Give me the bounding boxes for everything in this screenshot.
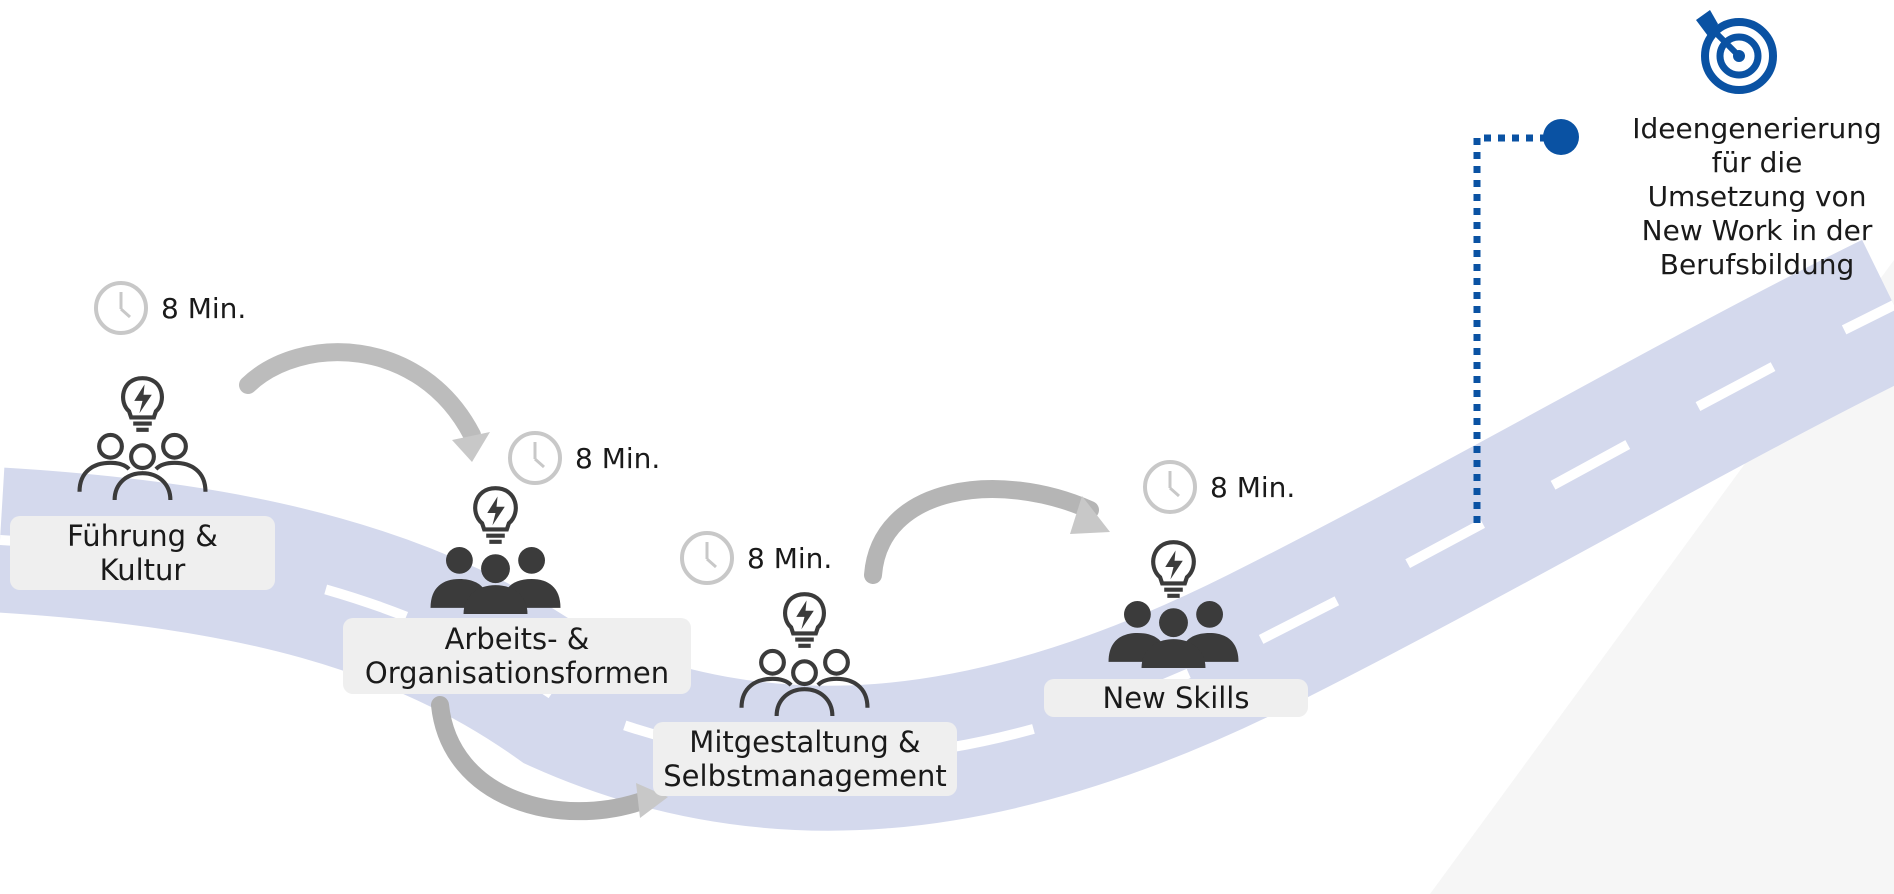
- clock-icon: [680, 531, 734, 585]
- station-2-label: Arbeits- & Organisationsformen: [343, 618, 691, 694]
- clock-icon: [94, 281, 148, 335]
- flow-arrow-1: [239, 343, 490, 462]
- team-idea-outline-icon: [739, 592, 870, 716]
- station-3-label: Mitgestaltung & Selbstmanagement: [653, 722, 957, 796]
- road-center-dashes: [0, 300, 1894, 764]
- flow-arrow-2: [431, 696, 668, 821]
- team-idea-filled-icon: [1108, 540, 1239, 668]
- station-1-duration-text: 8 Min.: [161, 291, 247, 325]
- station-3-duration: 8 Min.: [679, 530, 832, 586]
- clock-icon: [1143, 460, 1197, 514]
- station-1-duration: 8 Min.: [93, 280, 246, 336]
- flow-arrow-3: [864, 480, 1110, 584]
- goal-text: Ideengenerierung für die Umsetzung von N…: [1632, 112, 1882, 281]
- station-4-duration-text: 8 Min.: [1210, 470, 1296, 504]
- goal-connector-dot: [1543, 119, 1579, 155]
- station-1-label: Führung & Kultur: [10, 516, 275, 590]
- clock-icon: [508, 431, 562, 485]
- target-icon: [1696, 10, 1777, 94]
- team-idea-outline-icon: [77, 376, 208, 500]
- station-2-duration: 8 Min.: [507, 430, 660, 486]
- team-idea-filled-icon: [430, 486, 561, 614]
- station-4-duration: 8 Min.: [1142, 459, 1295, 515]
- station-4-label: New Skills: [1044, 679, 1308, 717]
- station-3-duration-text: 8 Min.: [747, 541, 833, 575]
- station-2-duration-text: 8 Min.: [575, 441, 661, 475]
- goal-connector-line: [1473, 134, 1555, 523]
